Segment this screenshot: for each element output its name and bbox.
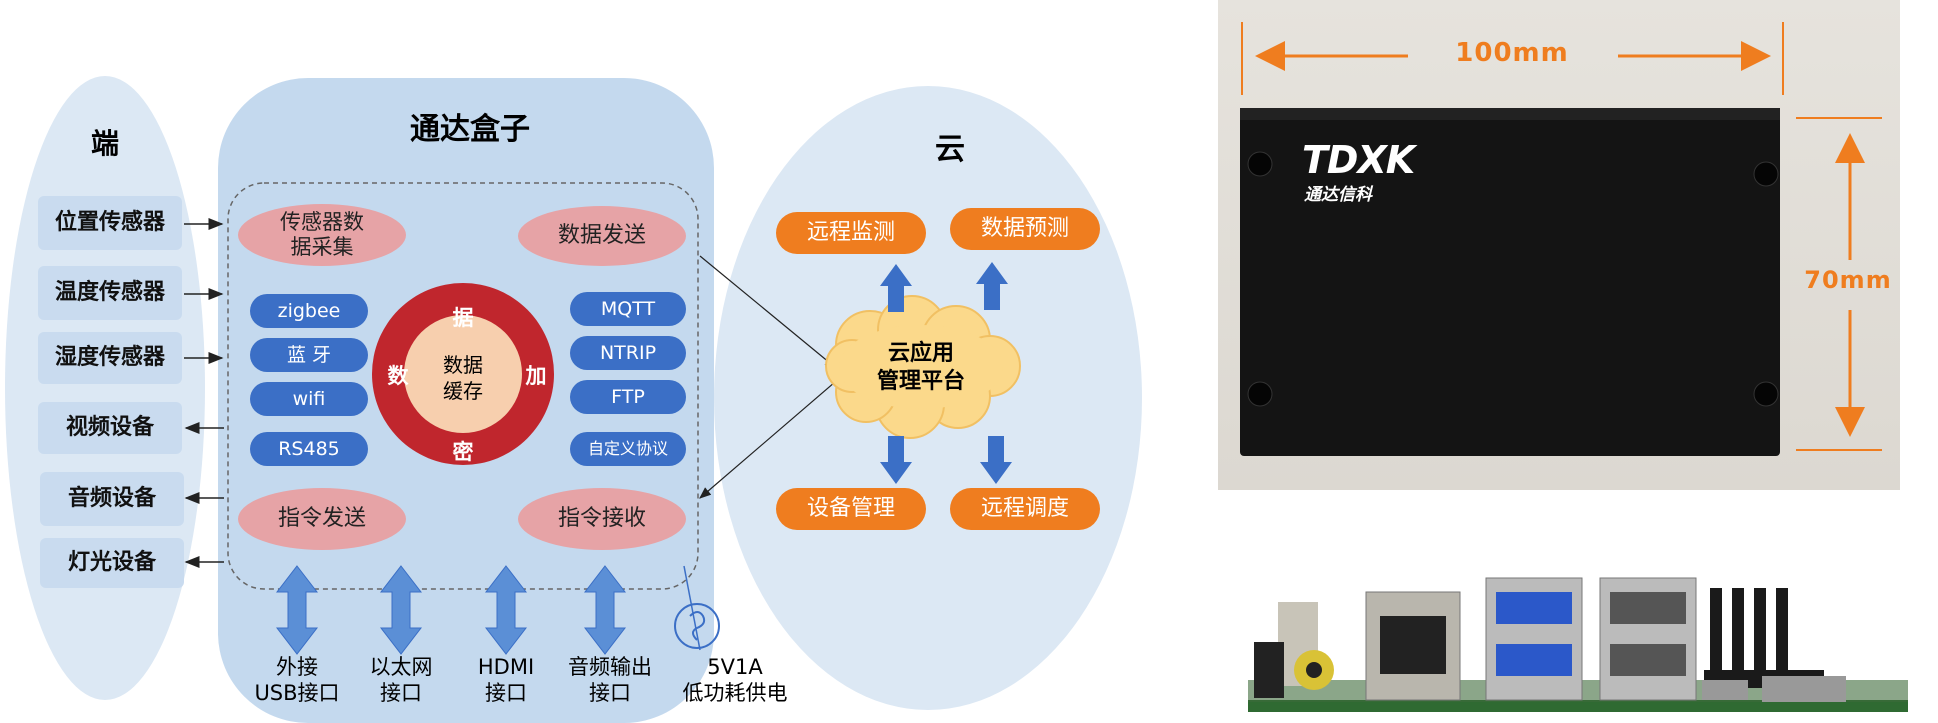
ring-label-left: 数 (387, 364, 409, 388)
ring-inner (404, 315, 522, 433)
protocol-wifi: wifi (250, 382, 368, 416)
hdmi-port (1762, 676, 1846, 702)
device-body (1240, 108, 1780, 456)
cloud-center-label: 云应用 管理平台 (876, 341, 965, 394)
board-photo (1248, 577, 1908, 712)
endpoint-item-video: 视频设备 (38, 402, 182, 454)
width-label: 100mm (1455, 38, 1569, 68)
endpoint-item-audio: 音频设备 (40, 472, 184, 526)
power-icon (674, 603, 720, 649)
protocol-ftp: FTP (570, 380, 686, 414)
photo-graphics (1240, 22, 1882, 456)
screw-icon (1247, 151, 1273, 177)
ring-label-bottom: 密 (452, 440, 474, 464)
cmd-send-bubble: 指令发送 (238, 488, 406, 550)
cmd-recv-bubble: 指令接收 (518, 488, 686, 550)
endpoint-ellipse (5, 76, 205, 700)
brand-sub: 通达信科 (1304, 185, 1372, 205)
port-arrow-usb (275, 565, 319, 655)
send-data-bubble: 数据发送 (518, 206, 686, 266)
port-audio-label: 音频输出 接口 (568, 655, 652, 706)
power-line (683, 565, 701, 651)
endpoint-item-lighting: 灯光设备 (40, 538, 184, 588)
arrow-up-monitor (880, 264, 912, 312)
port-arrow-audio (583, 565, 627, 655)
box-inner-dashed (227, 182, 699, 590)
arrow-down-device (880, 436, 912, 484)
heatsink (1704, 588, 1824, 688)
cloud-item-device: 设备管理 (776, 488, 926, 530)
protocol-bluetooth: 蓝 牙 (250, 338, 368, 372)
protocol-mqtt: MQTT (570, 292, 686, 326)
port-hdmi-label: HDMI 接口 (477, 655, 535, 706)
endpoint-item-temperature: 温度传感器 (38, 266, 182, 320)
micro-usb (1702, 680, 1748, 700)
protocol-ntrip: NTRIP (570, 336, 686, 370)
ring-center-label: 数据 缓存 (443, 353, 483, 403)
brand-logo: TDXK (1302, 138, 1415, 182)
endpoint-item-humidity: 湿度传感器 (38, 332, 182, 384)
port-arrow-ethernet (379, 565, 423, 655)
endpoint-item-position: 位置传感器 (38, 196, 182, 250)
protocol-custom: 自定义协议 (570, 432, 686, 466)
power-plug-icon (689, 611, 706, 641)
arrow-to-cloud (699, 255, 837, 369)
port-arrow-hdmi (484, 565, 528, 655)
power-label: 5V1A 低功耗供电 (682, 655, 788, 706)
collect-bubble: 传感器数 据采集 (238, 204, 406, 266)
cloud-item-monitor: 远程监测 (776, 212, 926, 254)
cloud-item-schedule: 远程调度 (950, 488, 1100, 530)
arrow-down-schedule (980, 436, 1012, 484)
port-ethernet-label: 以太网 接口 (369, 655, 433, 706)
arrow-up-predict (976, 262, 1008, 310)
port-usb-label: 外接 USB接口 (254, 655, 340, 706)
arrow-from-cloud (699, 375, 843, 499)
screw-icon (1753, 161, 1779, 187)
screw-icon (1247, 381, 1273, 407)
protocol-rs485: RS485 (250, 432, 368, 466)
cloud-title: 云 (935, 132, 965, 167)
endpoint-title: 端 (90, 127, 119, 160)
ring-label-right: 加 (525, 364, 547, 388)
product-photo: 100mm 70mm TDXK 通达信科 (1218, 0, 1900, 490)
ring-label-top: 据 (452, 306, 474, 330)
height-label: 70mm (1804, 266, 1892, 294)
box-title: 通达盒子 (410, 112, 530, 147)
cloud-item-predict: 数据预测 (950, 208, 1100, 250)
protocol-zigbee: zigbee (250, 294, 368, 328)
screw-icon (1753, 381, 1779, 407)
